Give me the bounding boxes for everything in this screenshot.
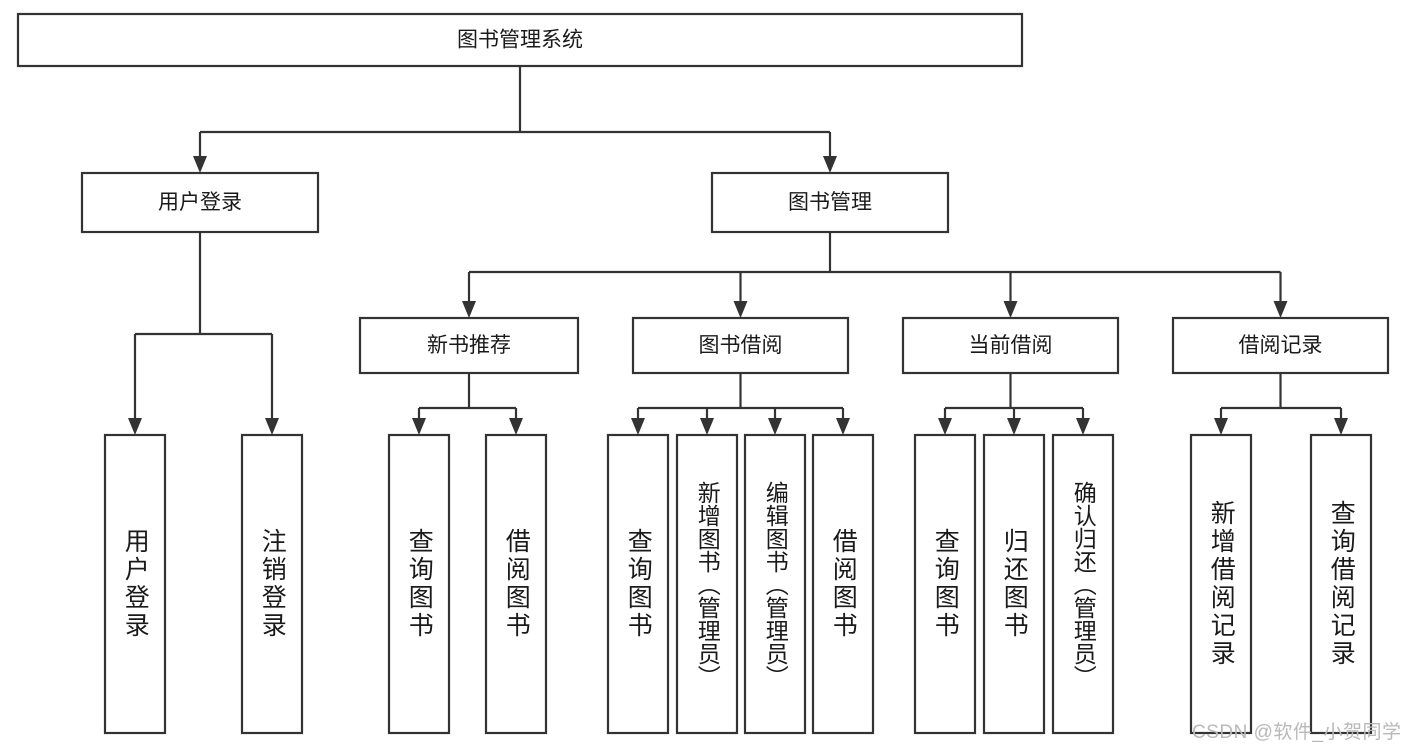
arrow-head-icon	[938, 418, 952, 435]
watermark-text: CSDN @软件_小贺同学	[1192, 722, 1402, 743]
node-label-book-manage: 图书管理	[788, 191, 872, 214]
node-box-leaf-query-record[interactable]	[1309, 433, 1373, 735]
arrow-head-icon	[1076, 418, 1090, 435]
node-box-leaf-query-book-3[interactable]	[913, 433, 977, 735]
arrow-head-icon	[128, 418, 142, 435]
arrow-head-icon	[733, 301, 748, 318]
node-label-current-borrow: 当前借阅	[969, 334, 1053, 357]
connector-lines-group	[128, 66, 1348, 435]
node-label-user-login: 用户登录	[158, 191, 242, 214]
arrow-head-icon	[1273, 301, 1288, 318]
node-box-current-borrow[interactable]	[901, 316, 1120, 375]
node-box-leaf-logout-login[interactable]	[240, 433, 304, 735]
arrow-head-icon	[1007, 418, 1021, 435]
node-label-borrow-record: 借阅记录	[1239, 334, 1323, 357]
arrow-head-icon	[700, 418, 714, 435]
node-box-leaf-borrow-book-1[interactable]	[484, 433, 548, 735]
arrow-head-icon	[823, 156, 837, 173]
node-boxes-group	[16, 12, 1390, 735]
arrow-head-icon	[768, 418, 782, 435]
node-box-new-book-recommend[interactable]	[358, 316, 580, 375]
node-box-borrow-record[interactable]	[1171, 316, 1390, 375]
arrow-head-icon	[265, 418, 279, 435]
node-box-leaf-add-book[interactable]	[675, 433, 739, 735]
arrow-head-icon	[1214, 418, 1228, 435]
node-box-leaf-confirm-return[interactable]	[1051, 433, 1115, 735]
node-box-leaf-edit-book[interactable]	[743, 433, 807, 735]
node-box-leaf-return-book[interactable]	[982, 433, 1046, 735]
arrow-head-icon	[1003, 301, 1018, 318]
arrow-head-icon	[193, 156, 207, 173]
node-box-leaf-user-login[interactable]	[103, 433, 167, 735]
arrow-head-icon	[1334, 418, 1348, 435]
node-root-box[interactable]	[16, 12, 1024, 68]
node-box-leaf-query-book-2[interactable]	[606, 433, 670, 735]
node-box-user-login[interactable]	[80, 171, 320, 234]
node-box-leaf-query-book-1[interactable]	[387, 433, 451, 735]
arrow-head-icon	[836, 418, 850, 435]
arrow-head-icon	[462, 301, 476, 318]
node-box-book-manage[interactable]	[710, 171, 950, 234]
arrow-head-icon	[631, 418, 645, 435]
arrow-head-icon	[412, 418, 426, 435]
node-box-book-borrow[interactable]	[631, 316, 850, 375]
node-root-label: 图书管理系统	[457, 29, 583, 52]
node-label-book-borrow: 图书借阅	[699, 334, 783, 357]
node-box-leaf-add-record[interactable]	[1189, 433, 1253, 735]
arrow-head-icon	[509, 418, 523, 435]
node-label-new-book-recommend: 新书推荐	[427, 334, 511, 357]
node-box-leaf-borrow-book-2[interactable]	[811, 433, 875, 735]
